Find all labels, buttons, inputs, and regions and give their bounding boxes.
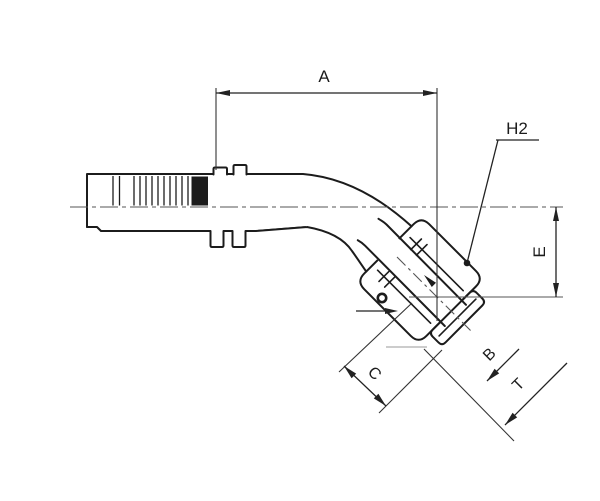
- hose-shank: [86, 164, 413, 273]
- h2-leader-dot: [463, 259, 471, 267]
- dim-e-arrow-top: [553, 207, 559, 221]
- dim-a-arrow-left: [216, 90, 230, 96]
- shank-top-outline: [86, 164, 413, 228]
- collar-marks: [378, 238, 428, 288]
- tube-channel-mask: [357, 218, 466, 326]
- dimension-e: E: [530, 207, 559, 297]
- dim-c-ext-1: [338, 302, 413, 373]
- nut-hex-flat-lower: [376, 269, 432, 324]
- axis-tick-arrow: [424, 275, 436, 287]
- end-face-extension-line: [423, 348, 515, 442]
- seal-band: [191, 176, 208, 206]
- dim-label-c: C: [364, 364, 384, 384]
- dim-label-b: B: [480, 345, 500, 365]
- dimension-a: A: [215, 67, 438, 321]
- dim-label-e: E: [530, 246, 549, 257]
- dim-c-ext-2: [378, 349, 443, 414]
- swivel-ball-callout: [356, 292, 398, 314]
- nut-outline: [359, 219, 481, 341]
- centerlines: [70, 206, 563, 348]
- dim-a-arrow-right: [423, 90, 437, 96]
- leader-label-h2: H2: [506, 119, 528, 138]
- dim-c-arrow-upper: [344, 366, 357, 379]
- dim-e-arrow-bottom: [553, 283, 559, 297]
- leader-h2: H2: [463, 119, 539, 267]
- tube-channel-upper-edge: [377, 217, 467, 306]
- dim-label-a: A: [318, 67, 330, 86]
- dim-t-arrowhead: [505, 412, 518, 425]
- dim-c-arrow-lower: [373, 393, 386, 406]
- dim-label-t: T: [509, 375, 528, 394]
- end-stub-outline: [429, 290, 486, 346]
- ball-arrowhead: [385, 308, 398, 314]
- serration-lines: [112, 176, 189, 206]
- dimension-b-t: B T: [423, 345, 568, 442]
- dim-t-line: [504, 362, 568, 426]
- dim-b-arrowhead: [487, 368, 500, 381]
- shank-bottom-outline: [86, 226, 368, 273]
- swivel-ball-mark: [376, 292, 388, 304]
- h2-leader-line: [466, 139, 499, 264]
- shank-inner-line: [257, 226, 307, 232]
- port-axis-centerline: [396, 256, 474, 334]
- tube-channel-lower-edge: [356, 239, 446, 327]
